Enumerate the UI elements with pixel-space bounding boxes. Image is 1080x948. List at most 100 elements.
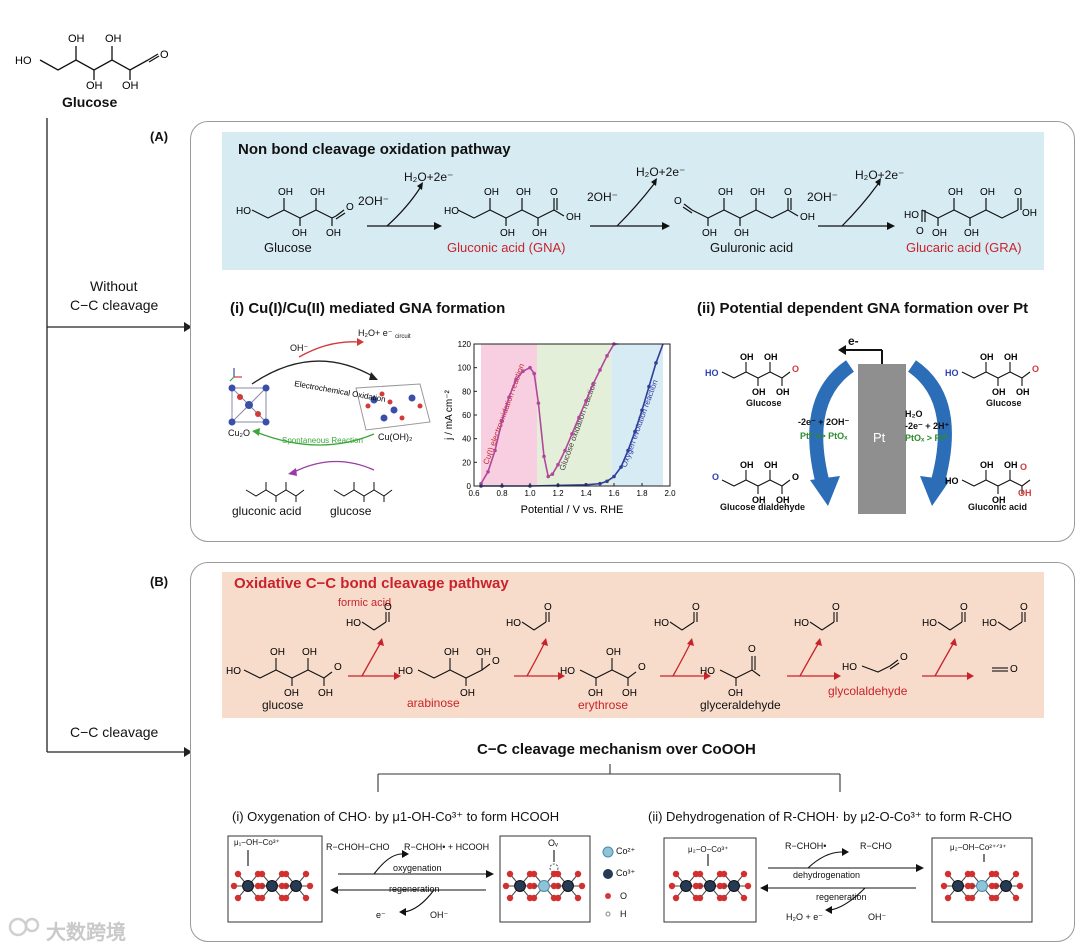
svg-text:O: O — [1020, 462, 1027, 472]
chart-point-0-3 — [500, 419, 504, 423]
svg-text:OH: OH — [980, 187, 995, 198]
svg-text:HO: HO — [506, 618, 521, 629]
mech-ii-site1: μ₂−O−Co³⁺ — [688, 845, 729, 854]
svg-text:OH: OH — [718, 187, 733, 198]
svg-text:OH: OH — [302, 647, 317, 658]
svg-text:O: O — [832, 602, 840, 613]
top-glucose-label: Glucose — [62, 94, 118, 110]
panel-a-reagent-2: 2OH⁻ — [587, 190, 619, 204]
svg-text:OH: OH — [964, 228, 979, 239]
svg-text:OH: OH — [752, 495, 766, 505]
chart-point-0-19 — [598, 368, 602, 372]
pt-left-cond1: -2e⁻ + 2OH⁻ — [798, 417, 850, 427]
panel-b-glyceraldehyde: glyceraldehyde — [700, 698, 781, 712]
chart-point-1-9 — [626, 448, 630, 453]
mech-i-oh: OH⁻ — [430, 910, 449, 920]
svg-text:O: O — [784, 187, 792, 198]
svg-text:OH: OH — [740, 460, 754, 470]
svg-text:O: O — [712, 472, 719, 482]
svg-text:OH: OH — [270, 647, 285, 658]
svg-text:OH: OH — [122, 80, 139, 90]
chart-point-0-2 — [493, 448, 497, 453]
svg-text:OH: OH — [702, 228, 717, 239]
pt-label: Pt — [873, 430, 886, 445]
chart-point-0-14 — [563, 448, 567, 453]
svg-text:HO: HO — [654, 618, 669, 629]
cycle-glucose: glucose — [330, 504, 372, 518]
chart-point-0-20 — [605, 354, 609, 358]
svg-text:OH: OH — [278, 187, 293, 198]
mech-i-eminus: e⁻ — [376, 910, 386, 920]
pt-right-cond1: -2e⁻ + 2H⁺ — [905, 421, 950, 431]
panel-b-glycolaldehyde: glycolaldehyde — [828, 684, 908, 698]
svg-text:OH: OH — [980, 460, 994, 470]
cu-cycle-diagram: Electrochemical Oxidation Spontaneous Re… — [228, 338, 431, 502]
chart-point-1-5 — [598, 481, 602, 486]
mechanism-i-title: (i) Oxygenation of CHO· by μ1-OH-Co³⁺ to… — [232, 809, 560, 824]
svg-text:OH: OH — [740, 352, 754, 362]
svg-text:HO: HO — [398, 666, 413, 677]
compound-gluconic-acid: Gluconic acid (GNA) — [447, 240, 566, 255]
pt-left-cond2: Pt⁰ >> PtOₓ — [800, 431, 848, 441]
svg-text:O: O — [334, 662, 342, 673]
svg-text:OH: OH — [105, 33, 122, 45]
compound-glucaric-acid: Glucaric acid (GRA) — [906, 240, 1022, 255]
svg-text:O: O — [544, 602, 552, 613]
svg-text:HO: HO — [444, 206, 459, 217]
panel-a-label: (A) — [150, 129, 169, 144]
chart-region-1 — [537, 344, 612, 486]
chart-point-1-11 — [640, 408, 644, 413]
mech-ii-backward: regeneration — [816, 892, 867, 902]
chart-point-1-13 — [654, 361, 658, 365]
svg-text:O: O — [792, 472, 799, 482]
svg-text:OH: OH — [980, 352, 994, 362]
svg-text:OH: OH — [68, 33, 85, 45]
branch-without-line2: C−C cleavage — [70, 297, 159, 313]
svg-text:OH: OH — [310, 187, 325, 198]
chart-point-0-18 — [591, 382, 595, 387]
svg-text:OH: OH — [606, 647, 621, 658]
svg-text:O: O — [692, 602, 700, 613]
svg-text:OH: OH — [1018, 488, 1032, 498]
panel-b-label: (B) — [150, 574, 169, 589]
legend-o: O — [620, 891, 628, 901]
cycle-gluconic: gluconic acid — [232, 504, 302, 518]
pt-left-bottom: Glucose dialdehyde — [720, 502, 806, 512]
panel-a-product-1: H₂O+2e⁻ — [404, 170, 454, 184]
svg-text:Electrochemical Oxidation: Electrochemical Oxidation — [294, 379, 387, 404]
svg-text:HO: HO — [922, 618, 937, 629]
pt-right-cond2: PtOₓ > Pt⁰ — [905, 433, 948, 443]
svg-text:OH: OH — [776, 495, 790, 505]
panel-b-erythrose: erythrose — [578, 698, 629, 712]
chart-point-0-13 — [556, 462, 560, 467]
svg-text:O: O — [550, 187, 558, 198]
svg-text:OH: OH — [484, 187, 499, 198]
svg-text:O: O — [960, 602, 968, 613]
mech-i-reactant: R−CHOH−CHO — [326, 842, 390, 852]
top-glucose-structure: O HO OH OH OH OH — [15, 33, 169, 90]
chart-point-0-5 — [514, 377, 518, 382]
svg-text:O: O — [346, 202, 354, 213]
svg-text:OH: OH — [588, 688, 603, 699]
svg-text:O: O — [792, 364, 799, 374]
mech-i-site: μ₁−OH−Co³⁺ — [234, 838, 280, 847]
chart-point-0-7 — [528, 365, 532, 370]
chart-point-0-9 — [536, 401, 541, 405]
svg-text:OH: OH — [318, 688, 333, 699]
chart-xtick-label-3: 1.2 — [552, 489, 564, 498]
svg-text:OH: OH — [1004, 352, 1018, 362]
panel-a-title: Non bond cleavage oxidation pathway — [238, 141, 511, 158]
pt-electron-label: e- — [848, 334, 859, 348]
svg-text:OH: OH — [284, 688, 299, 699]
chart-point-0-6 — [521, 369, 525, 374]
svg-text:OH: OH — [750, 187, 765, 198]
svg-text:OH: OH — [734, 228, 749, 239]
chart-xtick-label-4: 1.4 — [580, 489, 592, 498]
pt-right-bottom: Gluconic acid — [968, 502, 1028, 512]
chart-point-0-16 — [577, 415, 581, 420]
svg-text:HO: HO — [236, 206, 251, 217]
cycle-cuoh2: Cu(OH)₂ — [378, 432, 413, 442]
